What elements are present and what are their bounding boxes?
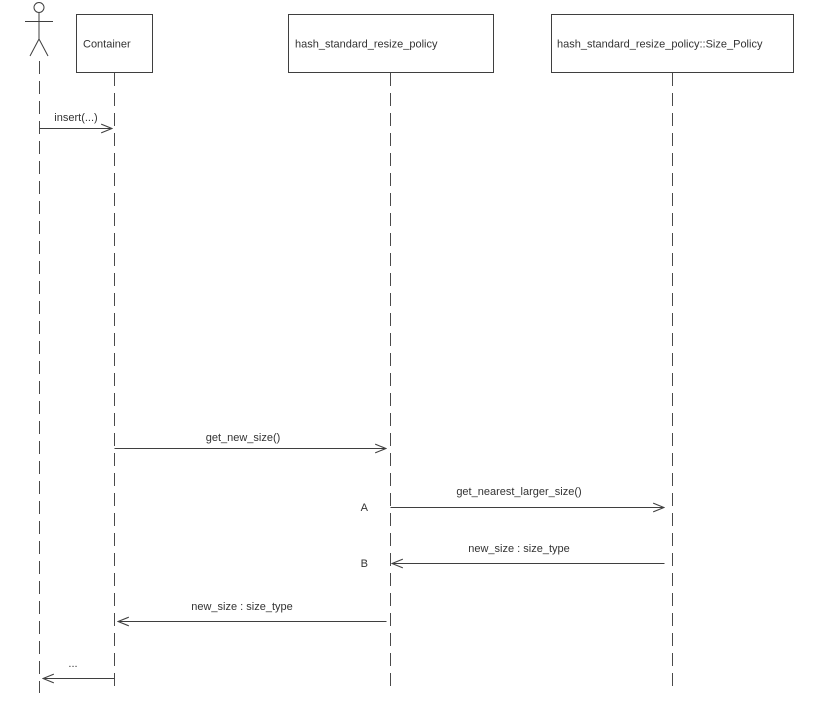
participant-size-policy: hash_standard_resize_policy::Size_Policy [551,14,794,73]
actor-left-leg [29,38,40,57]
participant-box [551,14,794,73]
message-label: insert(...) [54,112,97,124]
message-insert: insert(...) [39,112,113,129]
message-ellipsis-return: ... [43,658,115,679]
message-new-size-return-2: new_size : size_type [118,601,387,622]
participant-container: Container [76,14,153,73]
message-label: ... [68,658,77,670]
sequence-marker-a: A [361,502,369,514]
message-new-size-return-1: new_size : size_type B [361,543,665,570]
participant-box [76,14,153,73]
message-label: get_nearest_larger_size() [456,486,581,498]
participant-label: hash_standard_resize_policy::Size_Policy [557,39,763,51]
sequence-marker-b: B [361,558,368,570]
actor-head [33,2,45,13]
actor-icon [25,2,53,57]
participant-box [288,14,494,73]
message-label: new_size : size_type [191,601,293,613]
message-label: get_new_size() [206,432,281,444]
participant-label: Container [83,39,131,51]
participant-label: hash_standard_resize_policy [295,39,438,51]
message-get-nearest-larger-size: get_nearest_larger_size() A [361,486,664,514]
participant-hash-standard-resize-policy: hash_standard_resize_policy [288,14,494,73]
message-label: new_size : size_type [468,543,570,555]
actor-right-leg [38,38,49,57]
message-get-new-size: get_new_size() [114,432,387,449]
